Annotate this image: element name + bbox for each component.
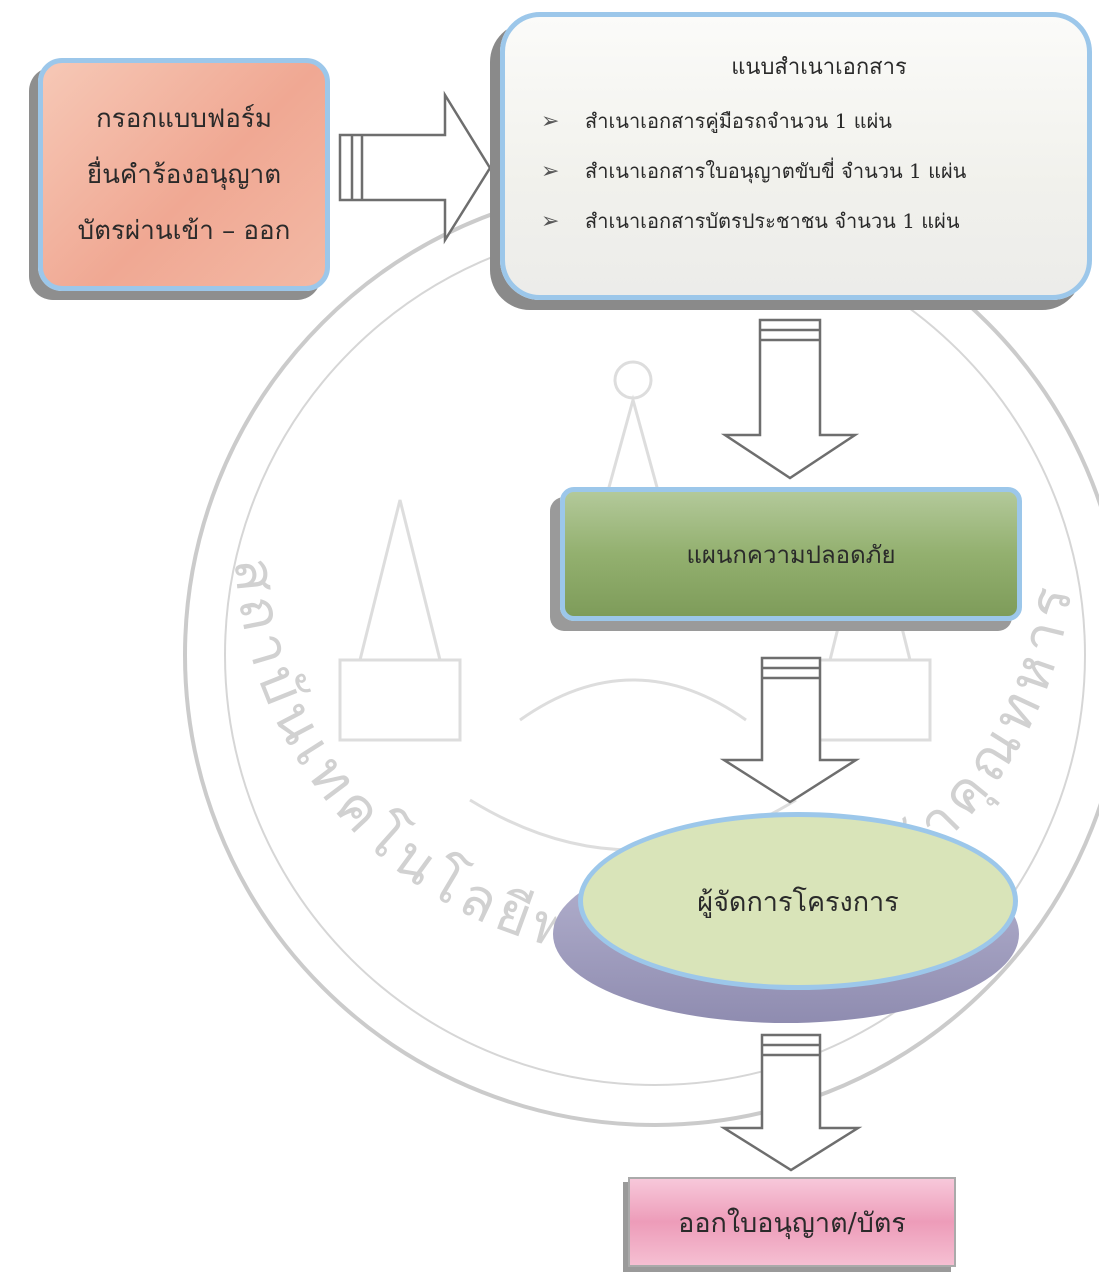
attach-title: แนบสำเนาเอกสาร [731,55,907,80]
attach-item: ➢ สำเนาเอกสารบัตรประชาชน จำนวน 1 แผ่น [541,196,1067,246]
arrow-bullet-icon: ➢ [541,108,560,134]
fill-form-step: กรอกแบบฟอร์ม ยื่นคำร้องอนุญาต บัตรผ่านเข… [38,58,330,291]
attach-item: ➢ สำเนาเอกสารใบอนุญาตขับขี่ จำนวน 1 แผ่น [541,146,1067,196]
arrow-down-1 [720,318,860,480]
attach-item-text: สำเนาเอกสารคู่มือรถจำนวน 1 แผ่น [585,109,892,133]
safety-department-step: แผนกความปลอดภัย [560,487,1022,621]
attach-item-text: สำเนาเอกสารบัตรประชาชน จำนวน 1 แผ่น [585,209,960,233]
project-manager-step: ผู้จัดการโครงการ [578,812,1018,990]
attach-item: ➢ สำเนาเอกสารคู่มือรถจำนวน 1 แผ่น [541,96,1067,146]
arrow-down-3 [719,1033,863,1172]
arrow-bullet-icon: ➢ [541,158,560,184]
manager-label: ผู้จัดการโครงการ [697,886,899,918]
arrow-down-2 [719,656,861,804]
form-line-1: กรอกแบบฟอร์ม [96,103,272,134]
arrow-bullet-icon: ➢ [541,208,560,234]
attach-item-text: สำเนาเอกสารใบอนุญาตขับขี่ จำนวน 1 แผ่น [585,159,967,183]
arrow-right-1 [338,90,492,245]
attach-documents-step: แนบสำเนาเอกสาร ➢ สำเนาเอกสารคู่มือรถจำนว… [500,12,1092,300]
issue-permit-step: ออกใบอนุญาต/บัตร [628,1177,956,1267]
issue-label: ออกใบอนุญาต/บัตร [678,1207,906,1239]
form-line-3: บัตรผ่านเข้า – ออก [77,215,291,246]
form-line-2: ยื่นคำร้องอนุญาต [86,159,282,190]
safety-label: แผนกความปลอดภัย [686,540,896,569]
